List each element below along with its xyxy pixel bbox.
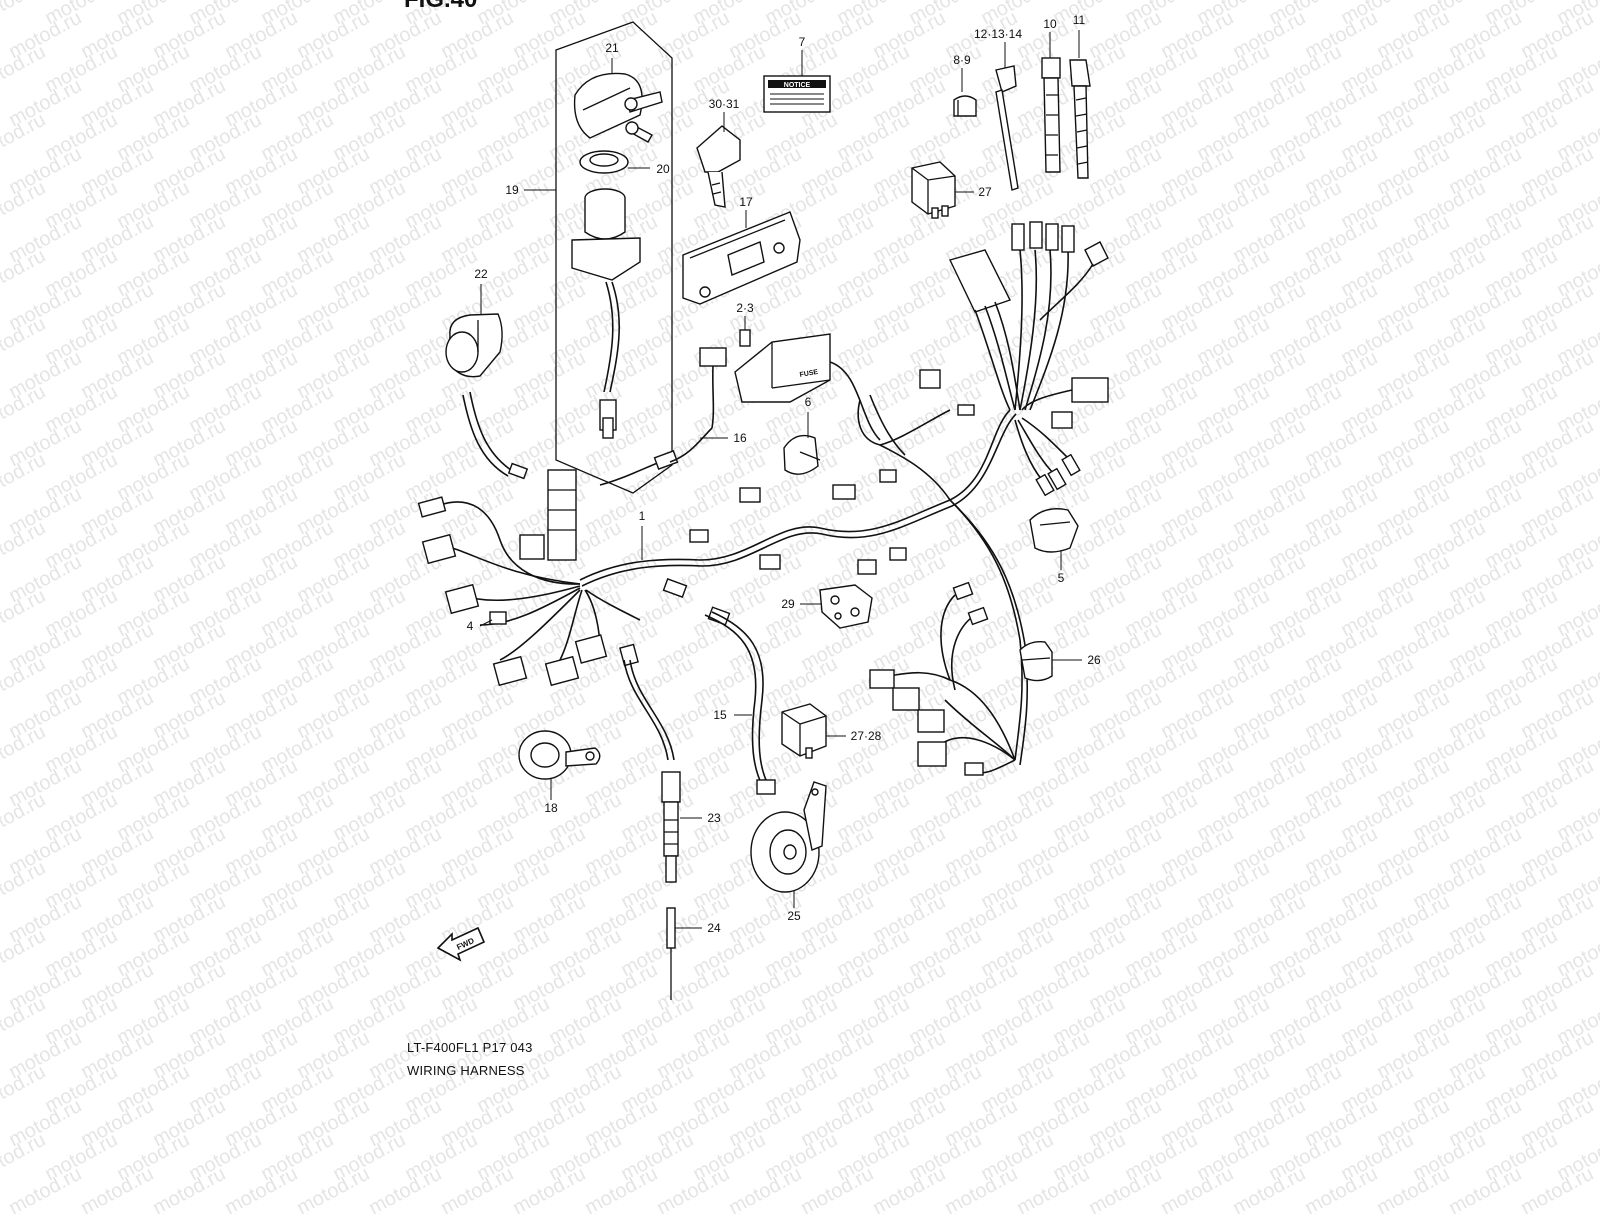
callout-10: 10 [1043, 17, 1057, 31]
part-6-cap [783, 434, 821, 475]
part-16-lead [669, 427, 713, 463]
callout-19: 19 [505, 183, 519, 197]
part-22-handlebar-switch [445, 313, 529, 480]
callout-2-3: 2·3 [736, 301, 754, 315]
fuse-label-text: FUSE [799, 369, 819, 379]
callout-27-28: 27·28 [851, 729, 882, 743]
callout-leaders [479, 30, 1082, 929]
callout-26: 26 [1087, 653, 1101, 667]
callout-21: 21 [605, 41, 619, 55]
callout-23: 23 [707, 811, 721, 825]
mid-harness-connectors [662, 369, 975, 626]
ignition-switch-group-frame [555, 21, 673, 494]
lower-right-connectors [869, 581, 1016, 776]
callout-15: 15 [713, 708, 727, 722]
callout-18: 18 [544, 801, 558, 815]
callout-labels: 21 20 19 22 7 30·31 17 2·3 16 6 1 4 29 1… [467, 13, 1101, 935]
model-code-label: LT-F400FL1 P17 043 [407, 1040, 533, 1055]
part-15-lead [704, 611, 776, 795]
callout-1: 1 [639, 509, 646, 523]
part-26-cap [1019, 640, 1053, 682]
part-27-relay [911, 161, 956, 219]
figure-title-fragment: FIG.40 [404, 0, 477, 14]
part-19-ignition-switch [571, 188, 641, 439]
right-connector-cluster [949, 221, 1109, 497]
callout-27: 27 [978, 185, 992, 199]
part-12-13-14-cable-tie [995, 65, 1019, 191]
callout-22: 22 [474, 267, 488, 281]
callout-12-13-14: 12·13·14 [974, 27, 1022, 41]
callout-7: 7 [799, 35, 806, 49]
callout-6: 6 [805, 395, 812, 409]
part-11-cable-tie [1069, 59, 1091, 179]
part-21-key-cover [573, 72, 663, 143]
part-5-cover [1029, 508, 1079, 553]
callout-17: 17 [739, 195, 753, 209]
diagram-caption: WIRING HARNESS [407, 1063, 525, 1078]
part-27-28-relay [781, 703, 827, 759]
callout-30-31: 30·31 [709, 97, 740, 111]
callout-24: 24 [707, 921, 721, 935]
part-24-pin [666, 907, 676, 1000]
left-connector-bundle [417, 450, 679, 687]
part-10-cable-tie [1041, 57, 1061, 173]
callout-8-9: 8·9 [953, 53, 971, 67]
callout-29: 29 [781, 597, 795, 611]
callout-11: 11 [1073, 13, 1086, 27]
part-20-nut-ring [579, 150, 629, 174]
part-25-horn [750, 781, 827, 893]
callout-5: 5 [1058, 571, 1065, 585]
part-17-bracket [682, 211, 801, 305]
part-2-3-fuse [739, 329, 751, 347]
fwd-direction-arrow: FWD [436, 926, 486, 962]
fuse-box: FUSE [699, 333, 881, 441]
callout-20: 20 [656, 162, 670, 176]
callout-25: 25 [787, 909, 801, 923]
part-7-notice-label: NOTICE [763, 75, 831, 113]
part-8-9-clip [953, 95, 977, 117]
part-23-sensor-rod [623, 659, 681, 883]
callout-16: 16 [733, 431, 747, 445]
part-29-plate [819, 584, 873, 629]
part-18-sensor [518, 730, 601, 780]
callout-4: 4 [467, 619, 474, 633]
notice-label-text: NOTICE [784, 82, 811, 89]
part-30-31-key [696, 125, 741, 208]
